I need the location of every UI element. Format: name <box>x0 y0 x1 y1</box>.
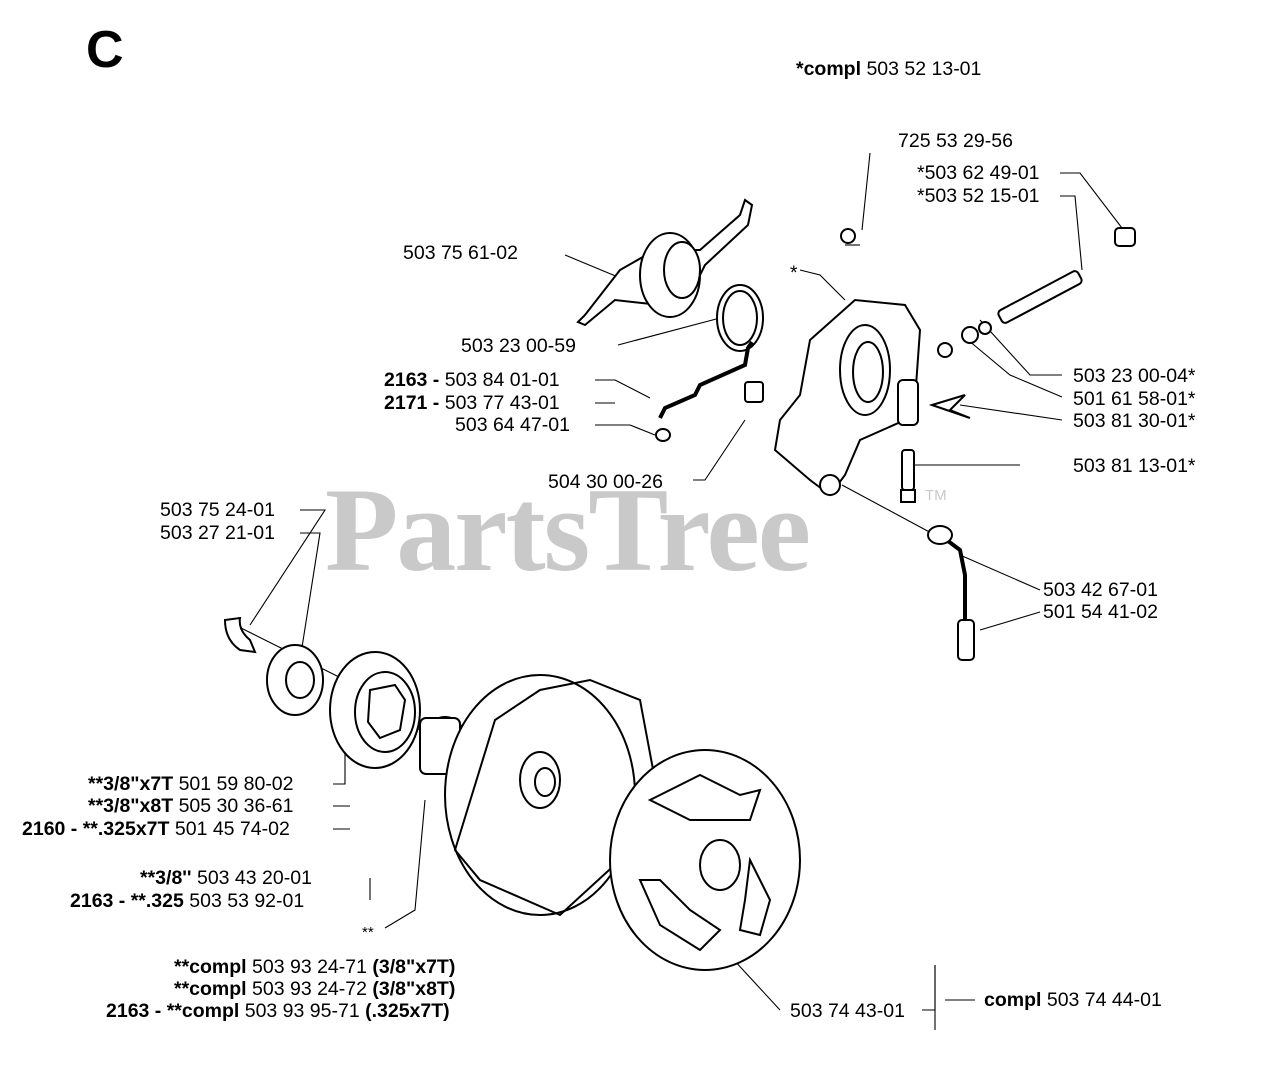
label-star: * <box>790 262 798 284</box>
guide-plate-part <box>576 198 754 327</box>
circlip-part <box>223 616 257 654</box>
oil-hose-part <box>938 533 967 620</box>
label-503-23-00-04: 503 23 00-04* <box>1073 365 1196 387</box>
label-503-81-30-01: 503 81 30-01* <box>1073 410 1196 432</box>
label-clutch-compl: compl 503 74 44-01 <box>984 989 1162 1011</box>
oil-pump-part <box>773 227 1136 503</box>
clutch-drum-part <box>444 674 657 917</box>
label-503-75-61-02: 503 75 61-02 <box>403 242 518 264</box>
label-503-62-49-01: *503 62 49-01 <box>917 162 1040 184</box>
label-503-81-13-01: 503 81 13-01* <box>1073 455 1196 477</box>
label-501-61-58-01: 501 61 58-01* <box>1073 388 1196 410</box>
label-504-30-00-26: 504 30 00-26 <box>548 471 663 493</box>
label-503-64-47-01: 503 64 47-01 <box>455 414 570 436</box>
label-double-star: ** <box>362 924 374 941</box>
label-503-27-21-01: 503 27 21-01 <box>160 522 275 544</box>
label-sprocket-3-8-7t: **3/8"x7T 501 59 80-02 <box>88 773 294 795</box>
label-503-52-15-01: *503 52 15-01 <box>917 185 1040 207</box>
clutch-part <box>609 749 801 971</box>
label-drum-3-8-7t: **compl 503 93 24-71 (3/8"x7T) <box>174 956 456 978</box>
label-725-53-29-56: 725 53 29-56 <box>898 130 1013 152</box>
label-drum-325-7t: 2163 - **compl 503 93 95-71 (.325x7T) <box>106 1000 450 1022</box>
leader-lines <box>224 152 1126 1030</box>
label-2171-503-77-43-01: 2171 - 503 77 43-01 <box>384 392 560 414</box>
label-compl-top: *compl 503 52 13-01 <box>796 58 982 80</box>
label-2163-503-84-01-01: 2163 - 503 84 01-01 <box>384 369 560 391</box>
label-503-23-00-59: 503 23 00-59 <box>461 335 576 357</box>
watermark: PartsTree <box>325 463 811 596</box>
label-drum-3-8-8t: **compl 503 93 24-72 (3/8"x8T) <box>174 978 456 1000</box>
sprocket-part <box>329 651 421 769</box>
label-bearing-325: 2163 - **.325 503 53 92-01 <box>70 890 305 912</box>
label-bearing-3-8: **3/8'' 503 43 20-01 <box>140 867 312 889</box>
label-503-74-43-01: 503 74 43-01 <box>790 1000 905 1022</box>
oil-pipe-part <box>658 340 754 419</box>
label-sprocket-3-8-8t: **3/8"x8T 505 30 36-61 <box>88 795 294 817</box>
label-501-54-41-02: 501 54 41-02 <box>1043 601 1158 623</box>
label-sprocket-325-7t: 2160 - **.325x7T 501 45 74-02 <box>22 818 290 840</box>
page-letter: C <box>86 21 124 79</box>
label-503-75-24-01: 503 75 24-01 <box>160 499 275 521</box>
watermark-trademark: TM <box>925 487 947 504</box>
label-503-42-67-01: 503 42 67-01 <box>1043 579 1158 601</box>
